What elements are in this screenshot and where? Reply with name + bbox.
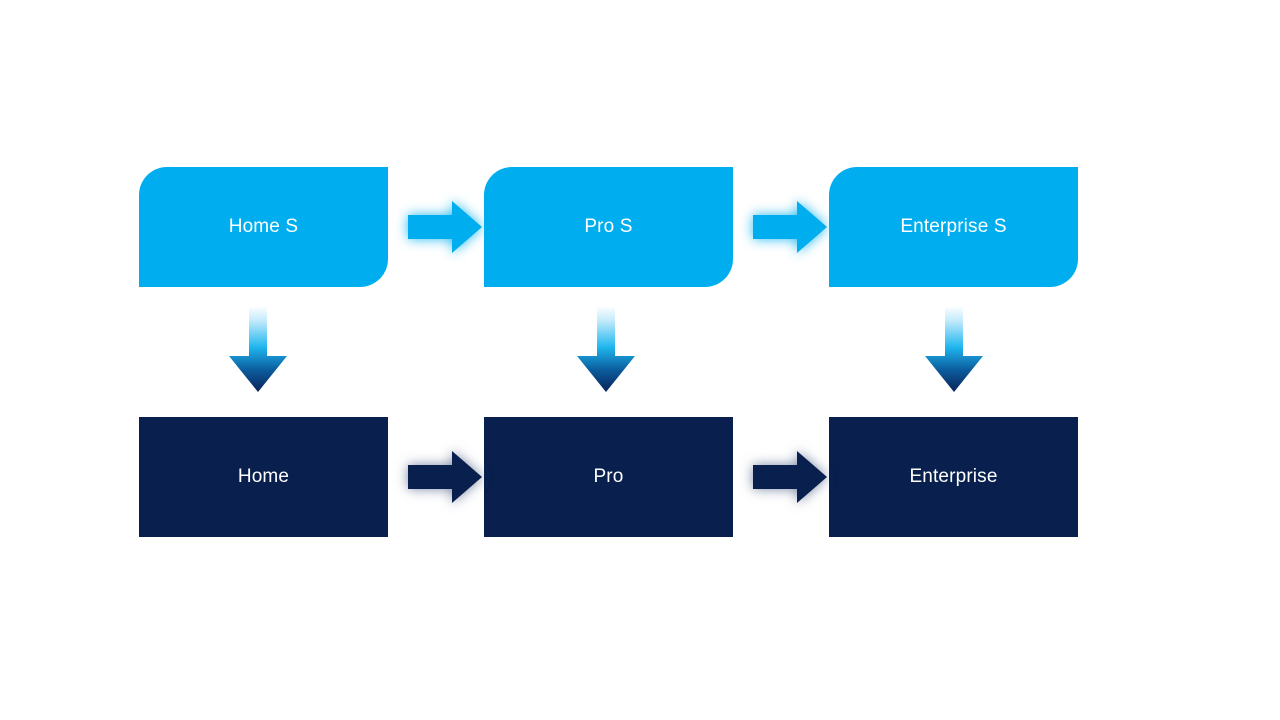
arrow-right-icon-pro-s-to-enterprise-s	[753, 199, 827, 255]
node-label: Pro S	[584, 215, 633, 237]
arrow-right-icon-home-to-pro	[408, 449, 482, 505]
node-label: Enterprise S	[900, 215, 1007, 237]
node-label: Pro	[593, 465, 624, 487]
arrow-right-icon-pro-to-enterprise	[753, 449, 827, 505]
node-pro[interactable]: Pro	[484, 417, 733, 537]
arrow-down-icon-enterprise-s-to-enterprise	[925, 306, 983, 392]
node-enterprise-s[interactable]: Enterprise S	[829, 167, 1078, 287]
node-home-s[interactable]: Home S	[139, 167, 388, 287]
node-label: Home	[237, 465, 290, 487]
node-home[interactable]: Home	[139, 417, 388, 537]
node-label: Home S	[228, 215, 299, 237]
node-enterprise[interactable]: Enterprise	[829, 417, 1078, 537]
arrow-right-icon-home-s-to-pro-s	[408, 199, 482, 255]
node-pro-s[interactable]: Pro S	[484, 167, 733, 287]
arrow-down-icon-home-s-to-home	[229, 306, 287, 392]
arrow-down-icon-pro-s-to-pro	[577, 306, 635, 392]
node-label: Enterprise	[909, 465, 998, 487]
